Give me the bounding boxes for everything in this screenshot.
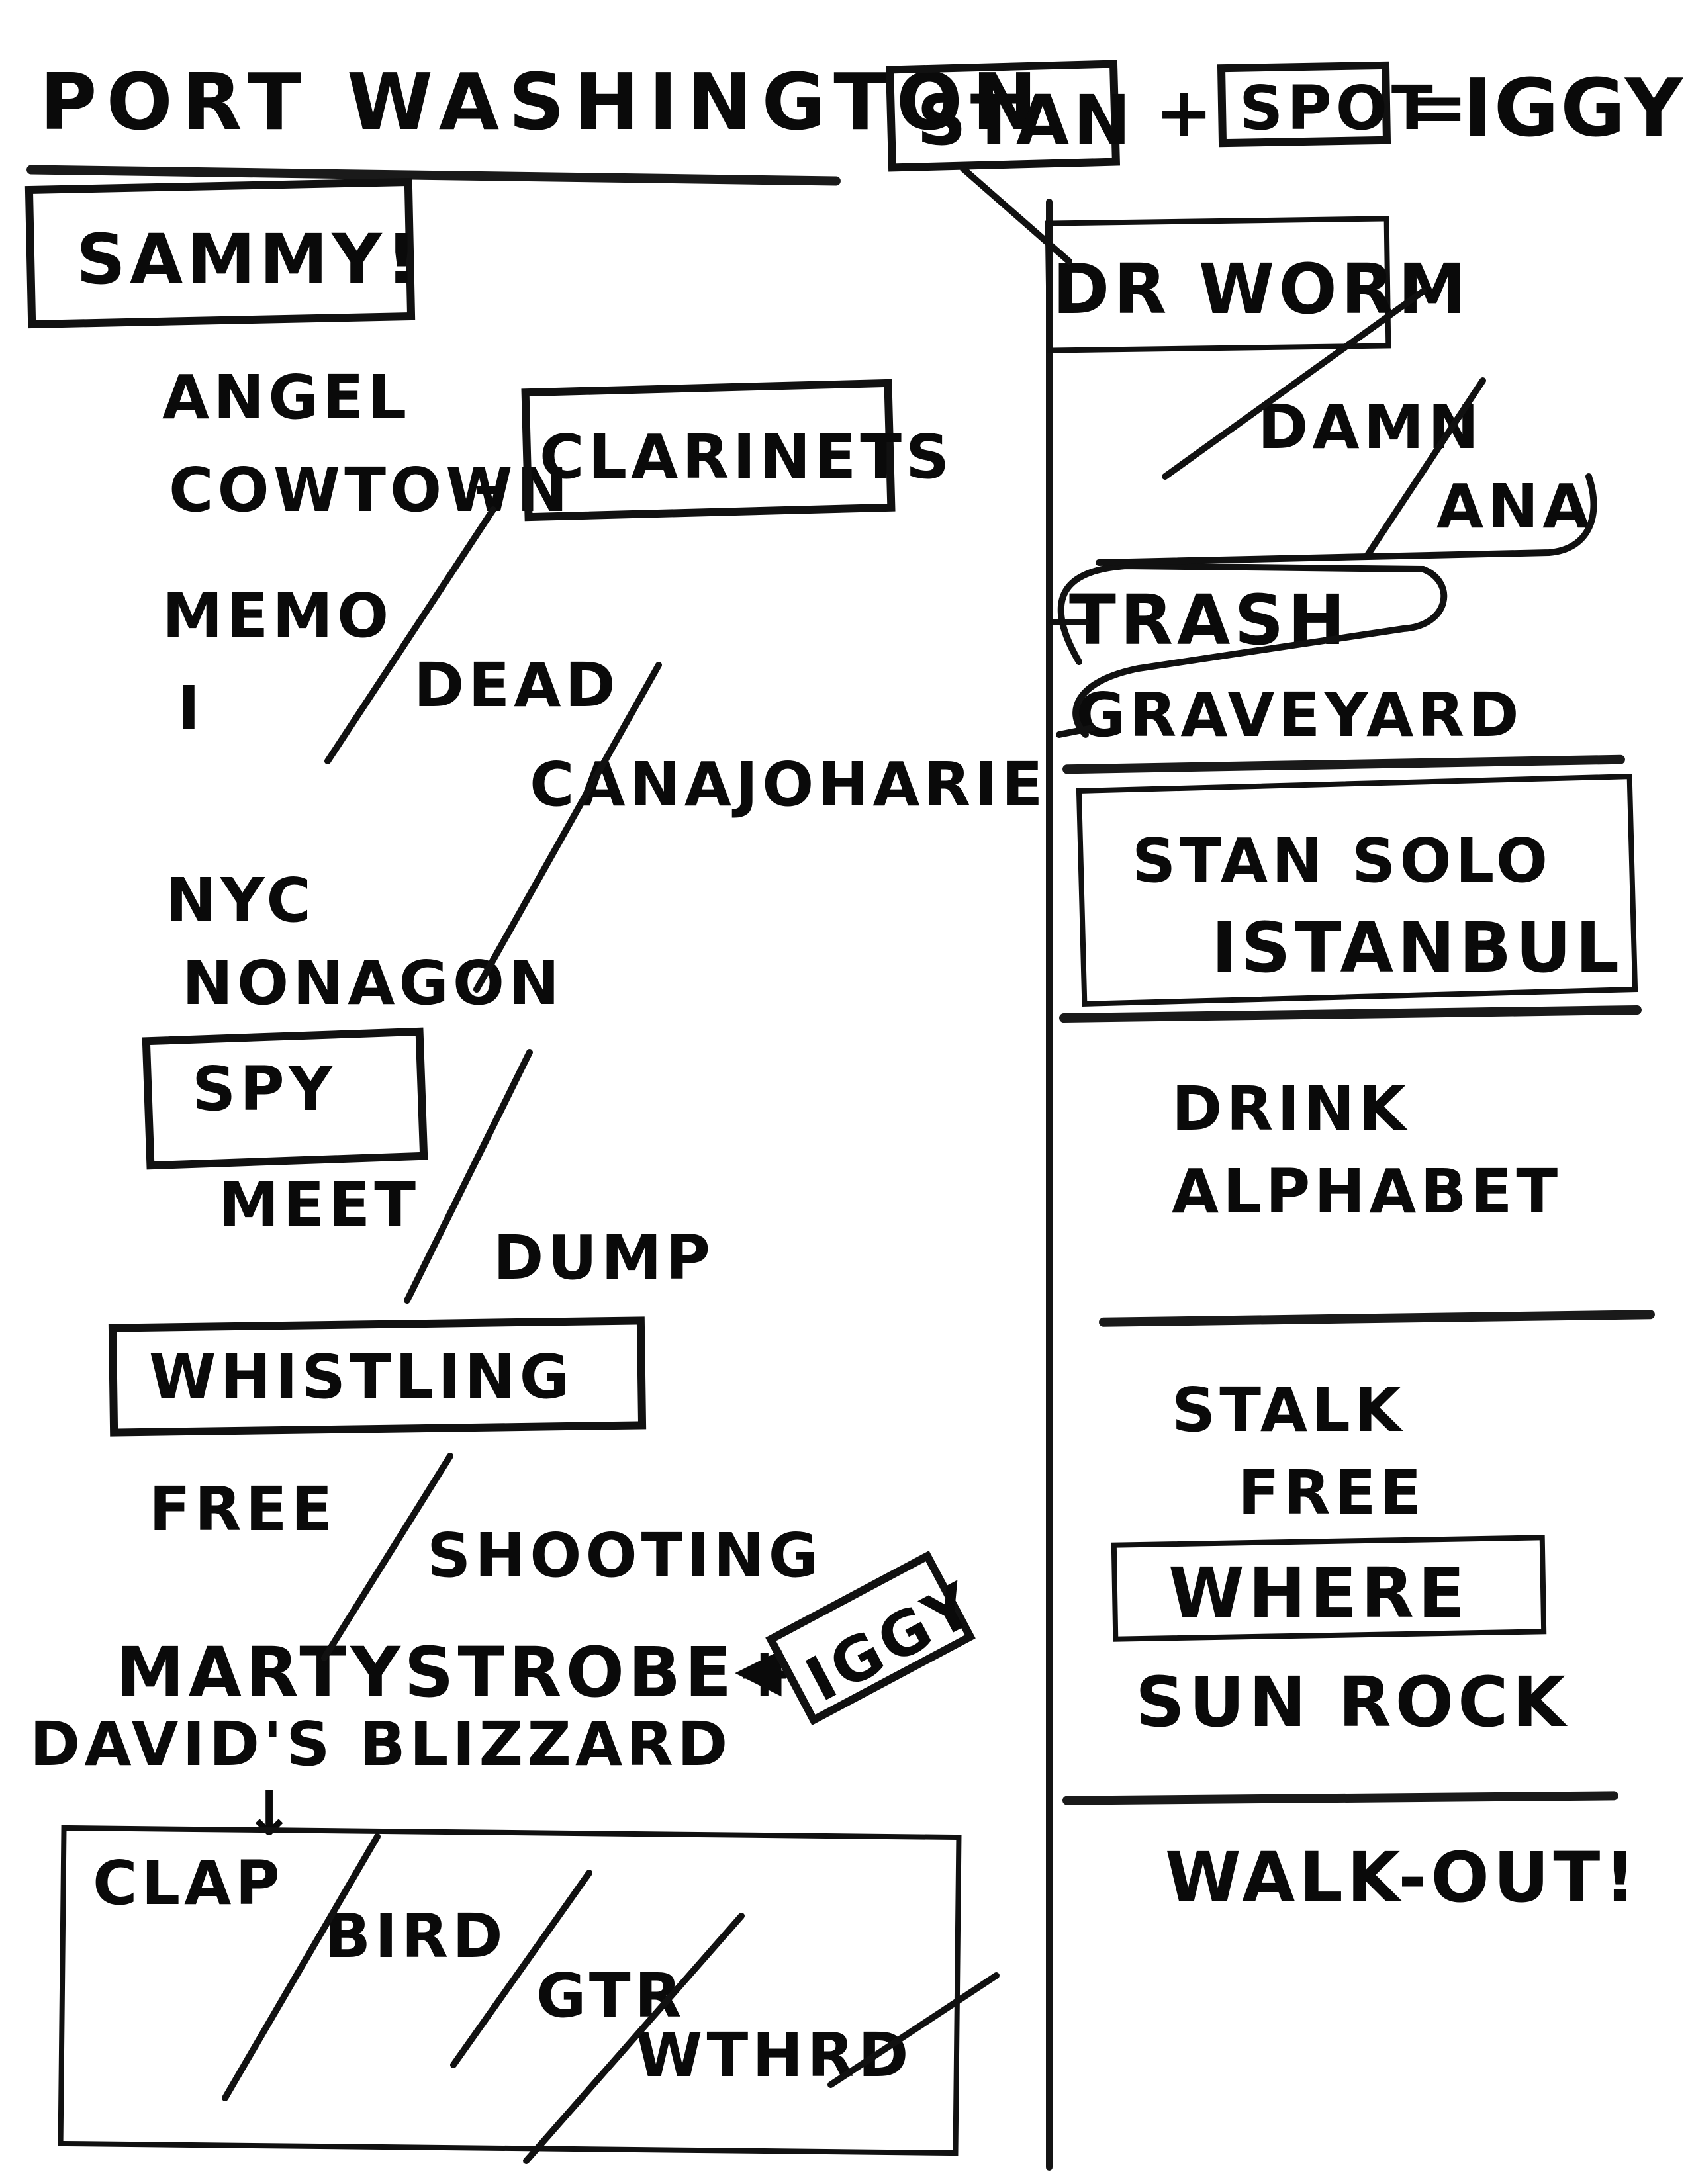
equation-equals: =	[1410, 67, 1472, 148]
slash-damn-ana	[1364, 377, 1486, 559]
equation-term-spot: SPOT	[1239, 73, 1437, 144]
song-istanbul: ISTANBUL	[1211, 907, 1623, 988]
song-sammy: SAMMY!	[76, 219, 422, 300]
arrow-to-iggy: ◀	[735, 1633, 786, 1704]
slash-clap-bird	[222, 1833, 381, 2101]
song-nonagon: NONAGON	[182, 948, 564, 1019]
song-dump: DUMP	[493, 1222, 715, 1293]
song-walk-out: WALK-OUT!	[1165, 1837, 1640, 1918]
song-angel: ANGEL	[162, 362, 411, 433]
song-sun-rock: SUN ROCK	[1135, 1662, 1570, 1743]
venue-title: PORT WASHINGTON	[40, 56, 1047, 148]
song-cowtown: COWTOWN	[169, 455, 572, 525]
equation-plus: +	[1155, 72, 1217, 153]
slash-stan-drworm	[960, 165, 1072, 265]
slash-bird-gtr	[450, 1870, 592, 2068]
song-dead: DEAD	[414, 650, 620, 721]
song-ana: ANA	[1436, 471, 1594, 542]
song-clarinets: CLARINETS	[539, 422, 954, 492]
song-alphabet: ALPHABET	[1172, 1156, 1562, 1227]
equation-result-iggy: IGGY!	[1463, 63, 1688, 155]
song-stalk: STALK	[1172, 1375, 1405, 1445]
song-martystrobe: MARTYSTROBE+	[116, 1632, 798, 1713]
insert-arrow-icon: ↓	[244, 1778, 299, 1849]
bracket-trash-graveyard	[1057, 562, 1448, 738]
slash-meet-dump	[404, 1049, 533, 1304]
song-memo: MEMO	[162, 580, 393, 651]
slash-dead-canajoharie	[473, 662, 662, 993]
song-free: FREE	[149, 1474, 337, 1545]
song-bird: BIRD	[324, 1901, 507, 1972]
equation-term-stan: STAN	[917, 80, 1135, 161]
column-divider	[1046, 199, 1053, 2171]
song-davids-blizzard: DAVID'S BLIZZARD	[30, 1709, 732, 1780]
song-where: WHERE	[1168, 1553, 1469, 1633]
song-drink: DRINK	[1172, 1073, 1410, 1144]
bracket-ana-trash	[1096, 473, 1597, 566]
slash-wthrd-walkout	[827, 1972, 1000, 2088]
song-canajoharie: CANAJOHARIE	[530, 749, 1047, 820]
slash-free-shooting	[321, 1453, 453, 1661]
song-free-right: FREE	[1238, 1457, 1426, 1528]
song-spy: SPY	[192, 1054, 337, 1124]
song-stan-solo: STAN SOLO	[1132, 825, 1552, 896]
slash-memo-dead	[324, 506, 496, 764]
arrow-into-graveyard	[1056, 725, 1096, 738]
song-i: I	[177, 673, 205, 744]
song-meet: MEET	[218, 1169, 420, 1240]
song-graveyard: GRAVEYARD	[1076, 680, 1523, 751]
slash-gtr-wthrd	[523, 1913, 745, 2164]
song-shooting: SHOOTING	[427, 1520, 823, 1591]
song-whistling: WHISTLING	[149, 1342, 574, 1412]
song-nyc: NYC	[165, 865, 315, 936]
slash-drworm-damn	[1162, 288, 1427, 480]
song-wthrd: WTHRD	[635, 2020, 913, 2091]
song-clap: CLAP	[93, 1848, 284, 1919]
